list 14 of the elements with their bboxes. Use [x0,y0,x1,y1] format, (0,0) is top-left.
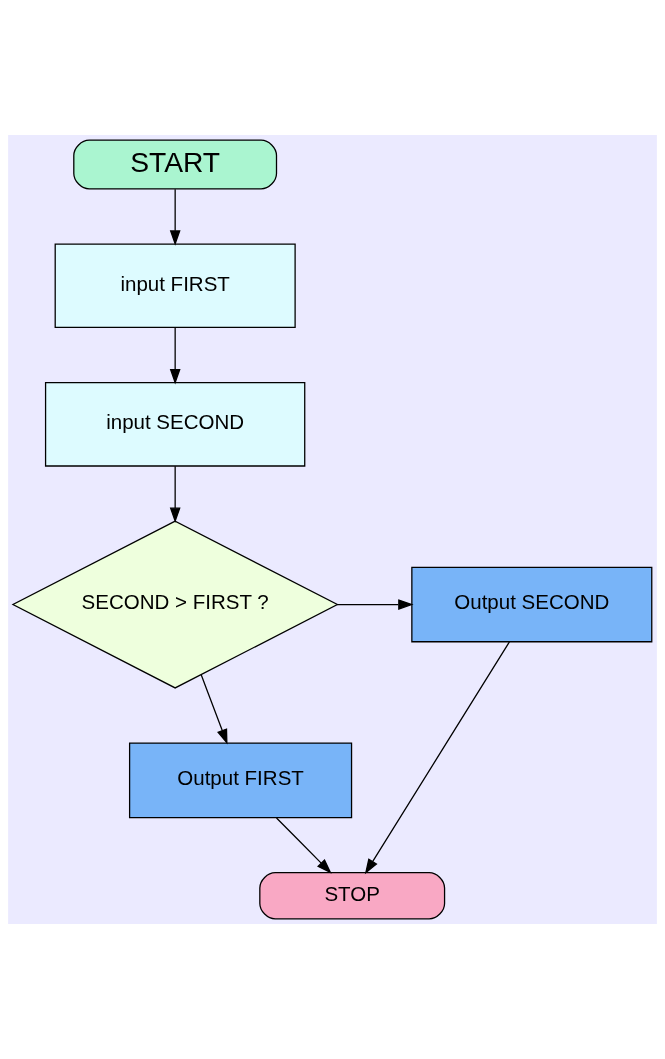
arrow [364,641,511,875]
node-diamond: SECOND > FIRST ? [11,520,339,689]
node-box: input SECOND [44,381,306,467]
node-box: START [73,139,278,190]
arrow [336,599,414,610]
node-box: input FIRST [54,243,296,329]
arrow [200,674,228,745]
arrow [169,465,181,523]
arrow [169,326,181,385]
node-box: Output SECOND [411,566,653,643]
arrow [169,188,181,246]
node-box: STOP [259,872,446,920]
arrow [275,817,332,874]
node-box: Output FIRST [128,742,353,819]
